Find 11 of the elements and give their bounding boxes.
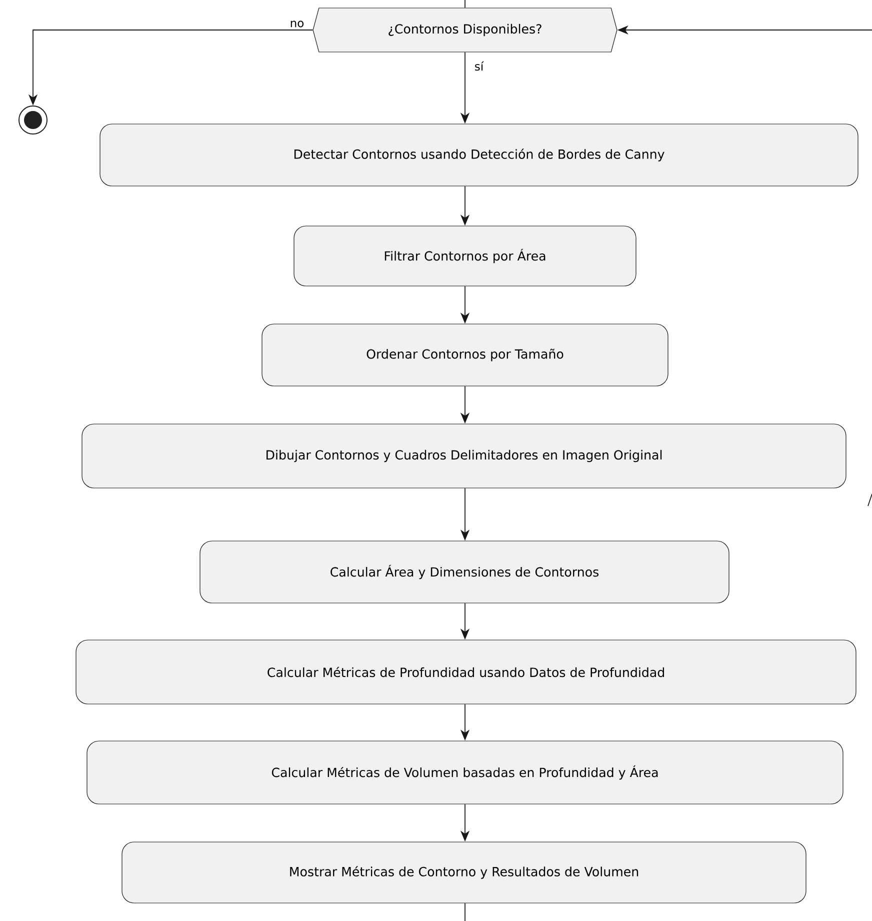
edge-label: sí (473, 60, 485, 72)
action-box: Calcular Área y Dimensiones de Contornos (200, 540, 730, 604)
edge-label: no (288, 20, 306, 28)
action-box: Calcular Métricas de Profundidad usando Datos de Profundidad (76, 640, 856, 704)
end-node (18, 106, 48, 134)
action-box: Mostrar Métricas de Contorno y Resultados de Volumen (122, 842, 806, 904)
action-box: Filtrar Contornos por Área (294, 226, 636, 286)
action-box: Calcular Métricas de Volumen basadas en Profundidad y Área (86, 740, 844, 804)
action-box: Detectar Contornos usando Detección de Bordes de Canny (100, 124, 858, 186)
action-box: Dibujar Contornos y Cuadros Delimitadores en Imagen Original (82, 424, 846, 488)
action-box: Ordenar Contornos por Tamaño (262, 324, 668, 386)
